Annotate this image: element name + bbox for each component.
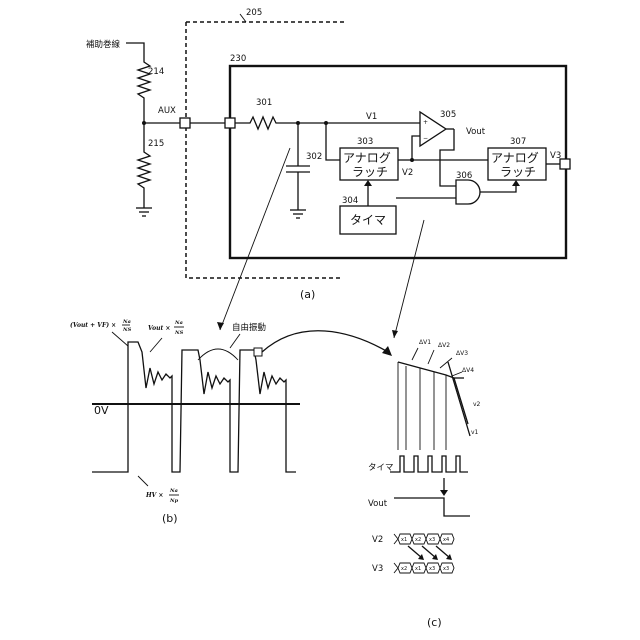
v3-row-cell-label: x2 (401, 566, 407, 572)
label-v3-row: V3 (372, 564, 383, 574)
wire-v2-feedback (412, 136, 420, 160)
label-304: 304 (342, 196, 358, 206)
v3-row-cell-label: x3 (429, 566, 435, 572)
resistor-215 (138, 123, 150, 208)
label-v3: V3 (550, 151, 561, 161)
label-v2-row: V2 (372, 535, 383, 545)
arrow-b-to-c-head (382, 346, 392, 356)
label-215: 215 (148, 139, 164, 149)
v3-row-cell-label: x1 (415, 566, 421, 572)
timer-pulses (390, 456, 468, 472)
formula-mid-a: Vout × (148, 325, 170, 332)
v3-row-start-mark (394, 563, 398, 573)
label-dv4: ΔV4 (462, 367, 474, 374)
formula-bottom-leader (138, 476, 148, 486)
latch-303-line1: アナログ (343, 151, 391, 165)
boundary-205 (186, 22, 346, 278)
connector-arrow-b-head (217, 322, 224, 330)
timer-label: タイマ (350, 213, 386, 227)
latch-307-line1: アナログ (491, 151, 539, 165)
formula-mid-den: NS (174, 330, 184, 336)
row-transfer-arrows (408, 546, 452, 560)
v3-row-cells: x2 x1 x3 x3 (394, 563, 454, 573)
wire-comp-to-and (440, 129, 456, 186)
arrow-and-latch307 (512, 180, 520, 186)
terminal-aux-inner (225, 118, 235, 128)
free-osc-leader (230, 334, 240, 348)
label-305: 305 (440, 110, 456, 120)
v2-row-cell-label: x2 (415, 537, 421, 543)
label-dv2: ΔV2 (438, 342, 450, 349)
caption-a: (a) (300, 288, 315, 301)
label-v1-small: v1 (471, 429, 479, 436)
ground-symbol-left (136, 208, 152, 216)
label-zero-volt: 0V (94, 404, 109, 417)
formula-left-leader (112, 332, 128, 346)
panel-c-timing: ΔV1 ΔV2 ΔV3 ΔV4 v2 v1 タイマ Vout V2 x1 x2 x3… (368, 339, 481, 629)
wire-and-to-latch307 (480, 186, 516, 192)
caption-b: (b) (162, 512, 178, 525)
label-v1: V1 (366, 112, 377, 122)
label-205: 205 (246, 8, 262, 18)
aux-winding-lead (126, 43, 144, 58)
terminal-v3 (560, 159, 570, 169)
v2-row-start-mark (394, 534, 398, 544)
comparator-plus: + (423, 119, 428, 126)
label-timer-c: タイマ (368, 463, 394, 473)
wire-v1-latch (326, 123, 340, 160)
v2-row-cell-label: x4 (443, 537, 449, 543)
sample-point-marker (254, 348, 262, 356)
v2-row-cell-label: x1 (401, 537, 407, 543)
label-301: 301 (256, 98, 272, 108)
connector-arrow-c-head (392, 330, 398, 338)
formula-left-den: NS (122, 327, 132, 333)
label-302: 302 (306, 152, 322, 162)
connector-and-to-c (394, 220, 424, 338)
arrow-timer-latch303 (364, 180, 372, 186)
latch-303-line2: ラッチ (352, 165, 388, 179)
panel-a-circuit: 205 230 補助巻線 214 AUX 215 301 (86, 8, 570, 301)
formula-bottom-a: HV × (145, 492, 163, 499)
label-v2-small: v2 (473, 401, 481, 408)
aux-winding-label: 補助巻線 (86, 39, 121, 50)
free-oscillation-label: 自由振動 (232, 322, 266, 333)
label-vout-c: Vout (368, 499, 388, 509)
ground-symbol-cap (290, 210, 306, 218)
label-v2: V2 (402, 168, 413, 178)
v3-row-cell-label: x3 (443, 566, 449, 572)
formula-left-num: Na (122, 319, 131, 325)
waveform-b (92, 342, 296, 472)
label-230: 230 (230, 54, 246, 64)
arrow-b-to-c (262, 331, 388, 352)
panel-b-waveform: (Vout + VF) × Na NS Vout × Na NS 自由振動 0V… (70, 319, 300, 525)
caption-c: (c) (427, 616, 442, 629)
latch-307-line2: ラッチ (500, 165, 536, 179)
formula-left-a: (Vout + VF) × (70, 322, 116, 329)
label-306: 306 (456, 171, 472, 181)
and-gate-306 (456, 180, 480, 204)
label-214: 214 (148, 67, 164, 77)
terminal-aux-outer (180, 118, 190, 128)
free-osc-arc (198, 349, 238, 360)
formula-bottom-num: Na (169, 488, 178, 494)
comparator-minus: − (423, 135, 428, 142)
resistor-301 (235, 117, 326, 129)
dv-leaders (412, 348, 462, 376)
timer-to-vout-arrow-head (440, 490, 448, 496)
formula-mid-leader (150, 338, 162, 352)
formula-bottom-den: Np (169, 498, 179, 504)
label-vout: Vout (466, 127, 486, 137)
label-307: 307 (510, 137, 526, 147)
label-303: 303 (357, 137, 373, 147)
v2-row-cell-label: x3 (429, 537, 435, 543)
label-aux: AUX (158, 106, 176, 116)
vout-wave (394, 498, 470, 516)
formula-mid-num: Na (174, 320, 183, 326)
label-dv3: ΔV3 (456, 350, 468, 357)
label-dv1: ΔV1 (419, 339, 431, 346)
v2-row-cells: x1 x2 x3 x4 (394, 534, 454, 544)
